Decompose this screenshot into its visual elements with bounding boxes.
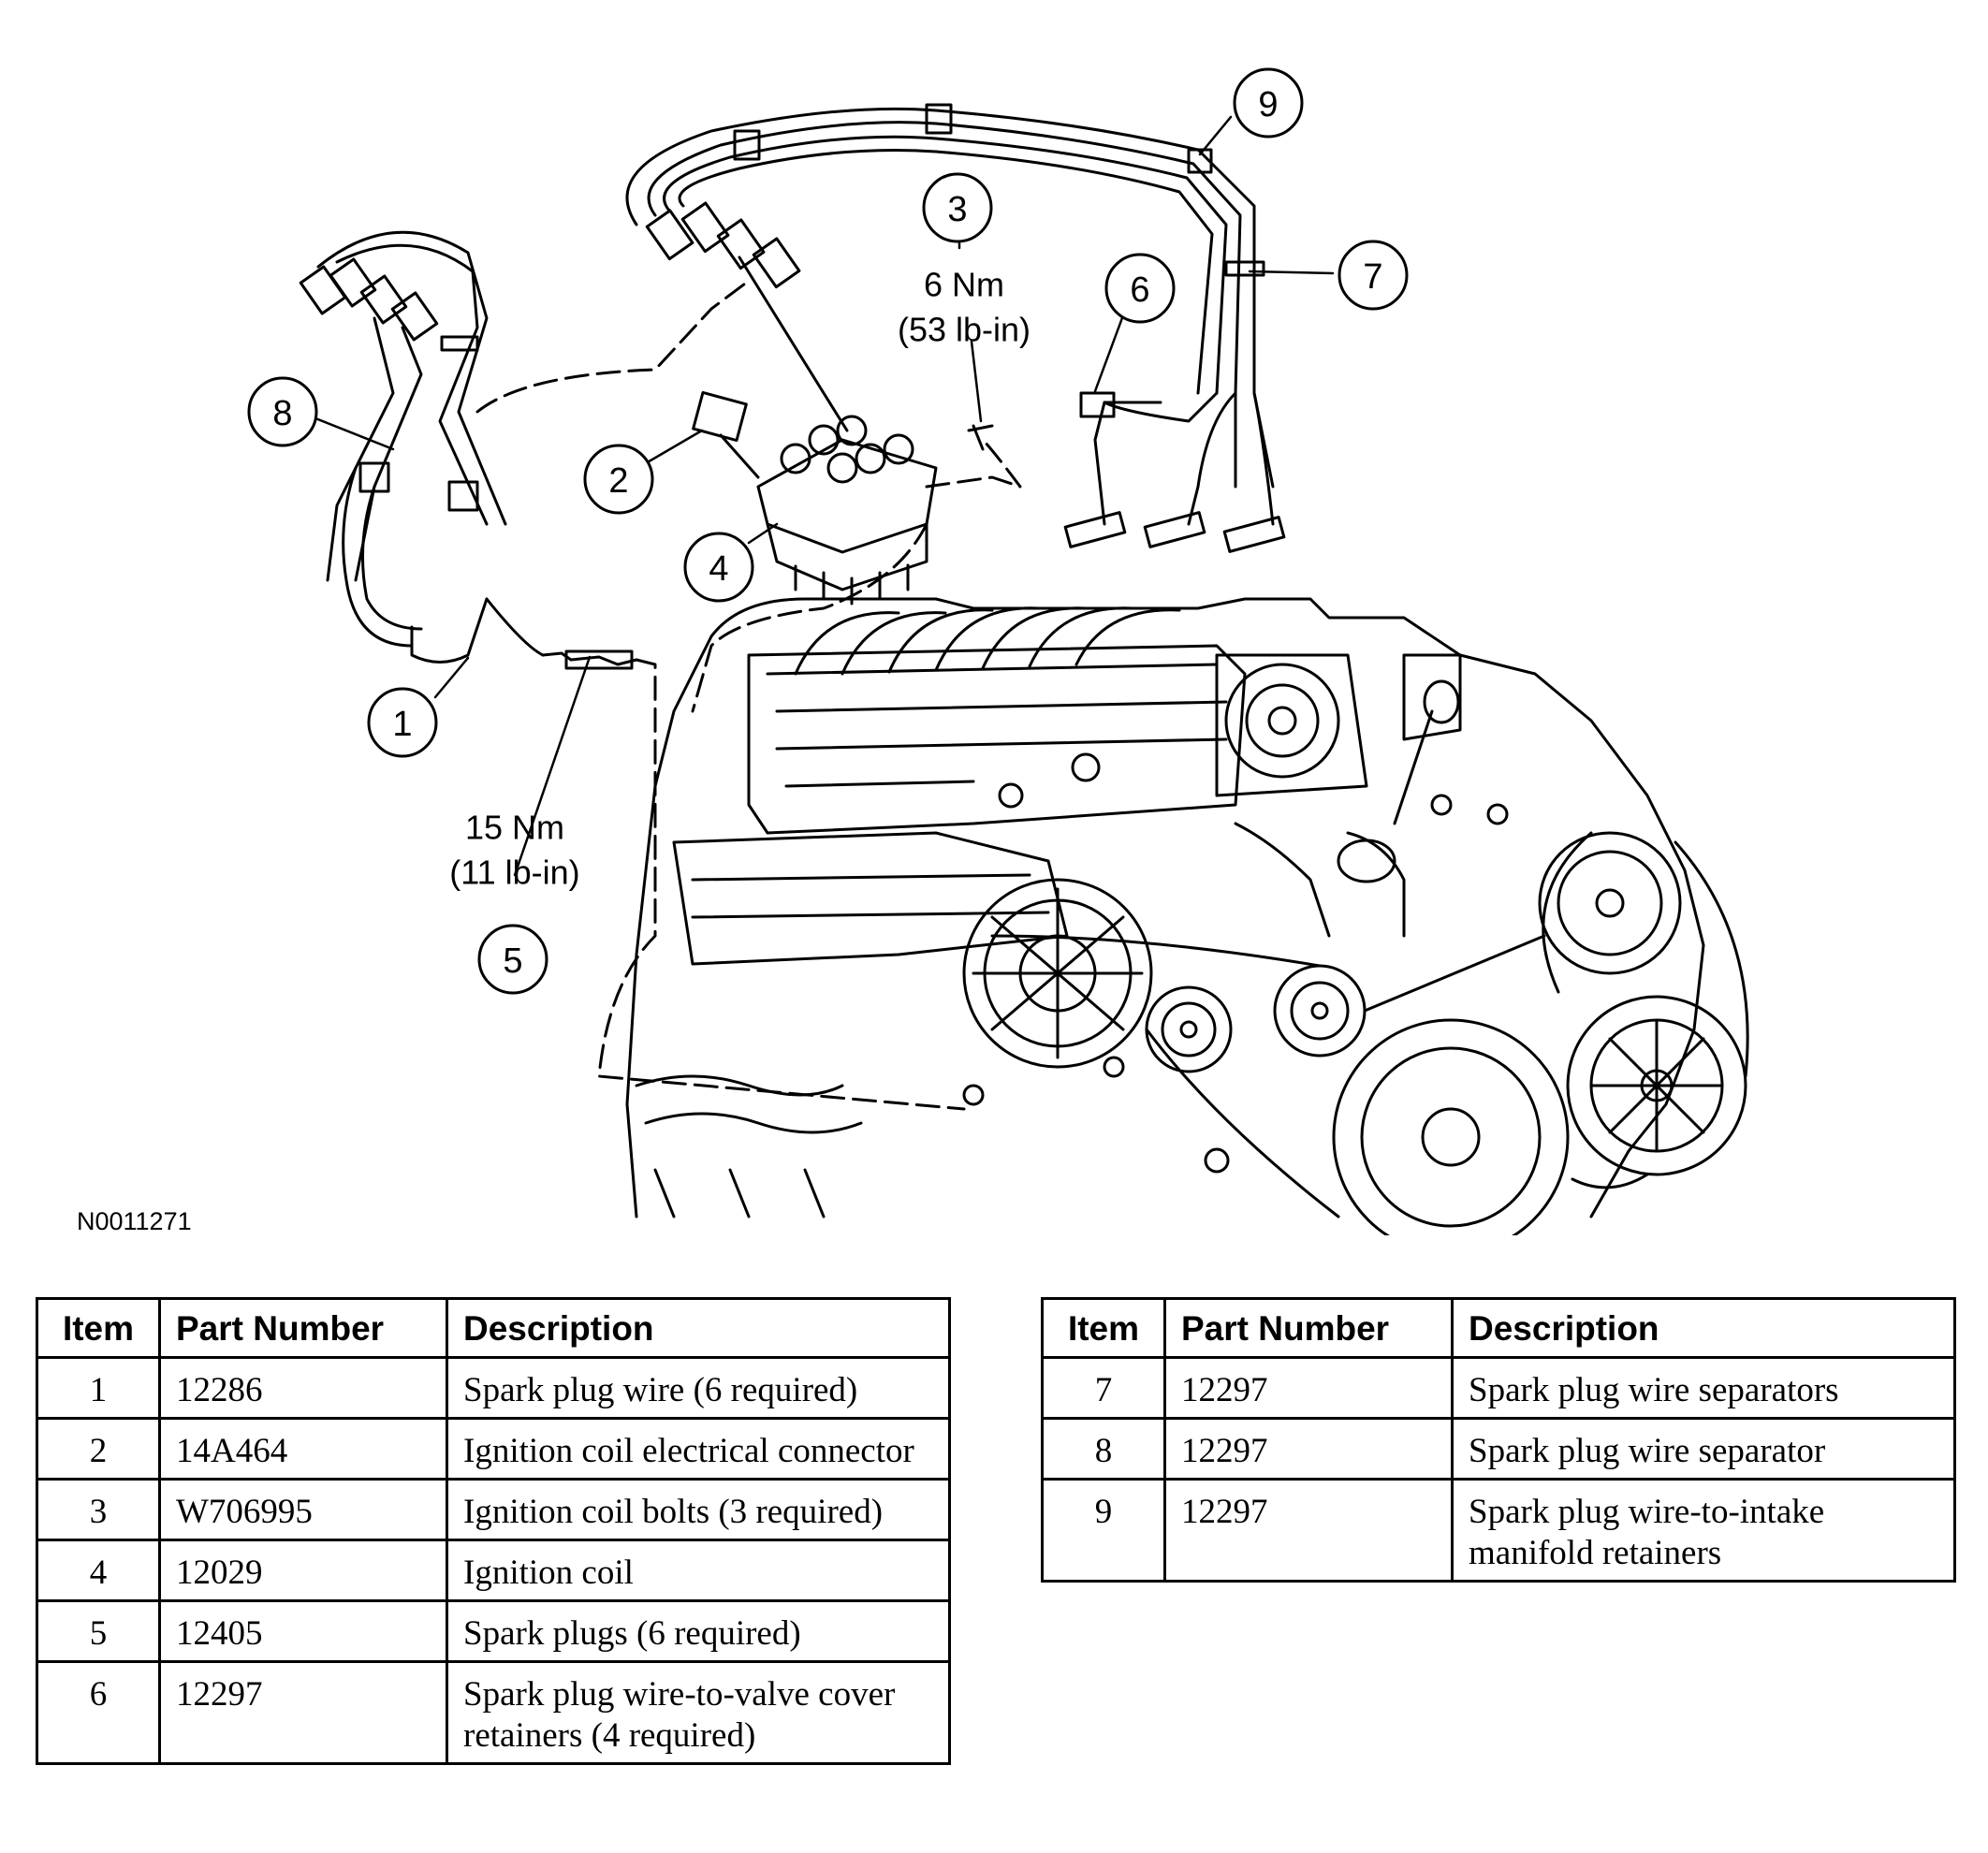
- cell-description: Spark plugs (6 required): [446, 1599, 951, 1663]
- callout-1-circle: [367, 687, 438, 758]
- coil-bolt: [967, 424, 994, 451]
- callout-leaders: [309, 115, 1335, 877]
- header-description: Description: [1451, 1297, 1956, 1359]
- engine-ignition-diagram: 1 2 3 4 5 6 7 8 9 6 Nm (53 lb-in) 15 Nm …: [247, 67, 1749, 1235]
- torque-item5-lbin: (11 lb-in): [449, 854, 579, 892]
- cell-part-number: 12029: [158, 1539, 448, 1602]
- cell-description: Ignition coil electrical connector: [446, 1417, 951, 1481]
- cell-item: 4: [36, 1539, 161, 1602]
- table-row: 4 12029 Ignition coil: [36, 1539, 951, 1602]
- header-part-number: Part Number: [158, 1297, 448, 1359]
- table-header-row: Item Part Number Description: [1041, 1297, 1956, 1359]
- table-header-row: Item Part Number Description: [36, 1297, 951, 1359]
- callout-5-label: 5: [503, 941, 522, 981]
- callout-4-circle: [683, 532, 754, 603]
- table-row: 6 12297 Spark plug wire-to-valve cover r…: [36, 1660, 951, 1765]
- callout-2-label: 2: [608, 461, 628, 501]
- parts-table-left: Item Part Number Description 1 12286 Spa…: [36, 1297, 951, 1765]
- cell-item: 3: [36, 1478, 161, 1541]
- callout-circles: [247, 67, 1409, 995]
- routing-dashed-lines: [475, 279, 1022, 1111]
- table-row: 7 12297 Spark plug wire separators: [1041, 1356, 1956, 1420]
- callout-8-label: 8: [272, 394, 292, 433]
- cell-description: Spark plug wire-to-valve cover retainers…: [446, 1660, 951, 1765]
- cell-description: Ignition coil: [446, 1539, 951, 1602]
- callout-2-circle: [583, 444, 654, 515]
- cell-item: 1: [36, 1356, 161, 1420]
- torque-item5-nm: 15 Nm: [465, 809, 564, 847]
- cell-description: Spark plug wire (6 required): [446, 1356, 951, 1420]
- callout-6-circle: [1104, 253, 1176, 324]
- cell-item: 5: [36, 1599, 161, 1663]
- cell-description: Spark plug wire separator: [1451, 1417, 1956, 1481]
- callout-6-label: 6: [1130, 270, 1149, 310]
- cell-description: Ignition coil bolts (3 required): [446, 1478, 951, 1541]
- torque-item3-lbin: (53 lb-in): [898, 311, 1031, 349]
- torque-item3-nm: 6 Nm: [924, 266, 1004, 304]
- callout-7-label: 7: [1363, 257, 1382, 297]
- header-part-number: Part Number: [1163, 1297, 1454, 1359]
- header-item: Item: [36, 1297, 161, 1359]
- cell-part-number: 12297: [1163, 1478, 1454, 1583]
- ignition-coil-connector: [692, 390, 760, 479]
- cell-item: 7: [1041, 1356, 1166, 1420]
- cell-part-number: 12405: [158, 1599, 448, 1663]
- table-row: 2 14A464 Ignition coil electrical connec…: [36, 1417, 951, 1481]
- cell-item: 8: [1041, 1417, 1166, 1481]
- spark-plug: [541, 649, 638, 670]
- callout-9-label: 9: [1258, 85, 1278, 124]
- table-row: 9 12297 Spark plug wire-to-intake manifo…: [1041, 1478, 1956, 1583]
- upper-spark-plug-wire-harness: [625, 103, 1286, 553]
- callout-4-label: 4: [709, 549, 728, 589]
- cell-description: Spark plug wire-to-intake manifold retai…: [1451, 1478, 1956, 1583]
- callout-1-label: 1: [392, 705, 412, 744]
- callout-9-circle: [1233, 67, 1304, 139]
- header-item: Item: [1041, 1297, 1166, 1359]
- table-row: 1 12286 Spark plug wire (6 required): [36, 1356, 951, 1420]
- table-row: 8 12297 Spark plug wire separator: [1041, 1417, 1956, 1481]
- cell-part-number: 12297: [1163, 1356, 1454, 1420]
- cell-item: 2: [36, 1417, 161, 1481]
- table-row: 3 W706995 Ignition coil bolts (3 require…: [36, 1478, 951, 1541]
- parts-table-right: Item Part Number Description 7 12297 Spa…: [1041, 1297, 1956, 1583]
- cell-part-number: 12286: [158, 1356, 448, 1420]
- cell-part-number: 12297: [158, 1660, 448, 1765]
- ignition-coil: [756, 415, 938, 606]
- cell-item: 9: [1041, 1478, 1166, 1583]
- cell-description: Spark plug wire separators: [1451, 1356, 1956, 1420]
- callout-8-circle: [247, 376, 318, 447]
- cell-part-number: W706995: [158, 1478, 448, 1541]
- callout-5-circle: [477, 924, 548, 995]
- callout-3-circle: [922, 172, 993, 243]
- engine-assembly: [625, 597, 1749, 1235]
- callout-7-circle: [1338, 240, 1409, 311]
- cell-part-number: 14A464: [158, 1417, 448, 1481]
- header-description: Description: [446, 1297, 951, 1359]
- table-row: 5 12405 Spark plugs (6 required): [36, 1599, 951, 1663]
- cell-part-number: 12297: [1163, 1417, 1454, 1481]
- left-spark-plug-wire-bundle: [299, 230, 545, 664]
- figure-id: N0011271: [77, 1207, 192, 1235]
- callout-3-label: 3: [947, 190, 967, 229]
- cell-item: 6: [36, 1660, 161, 1765]
